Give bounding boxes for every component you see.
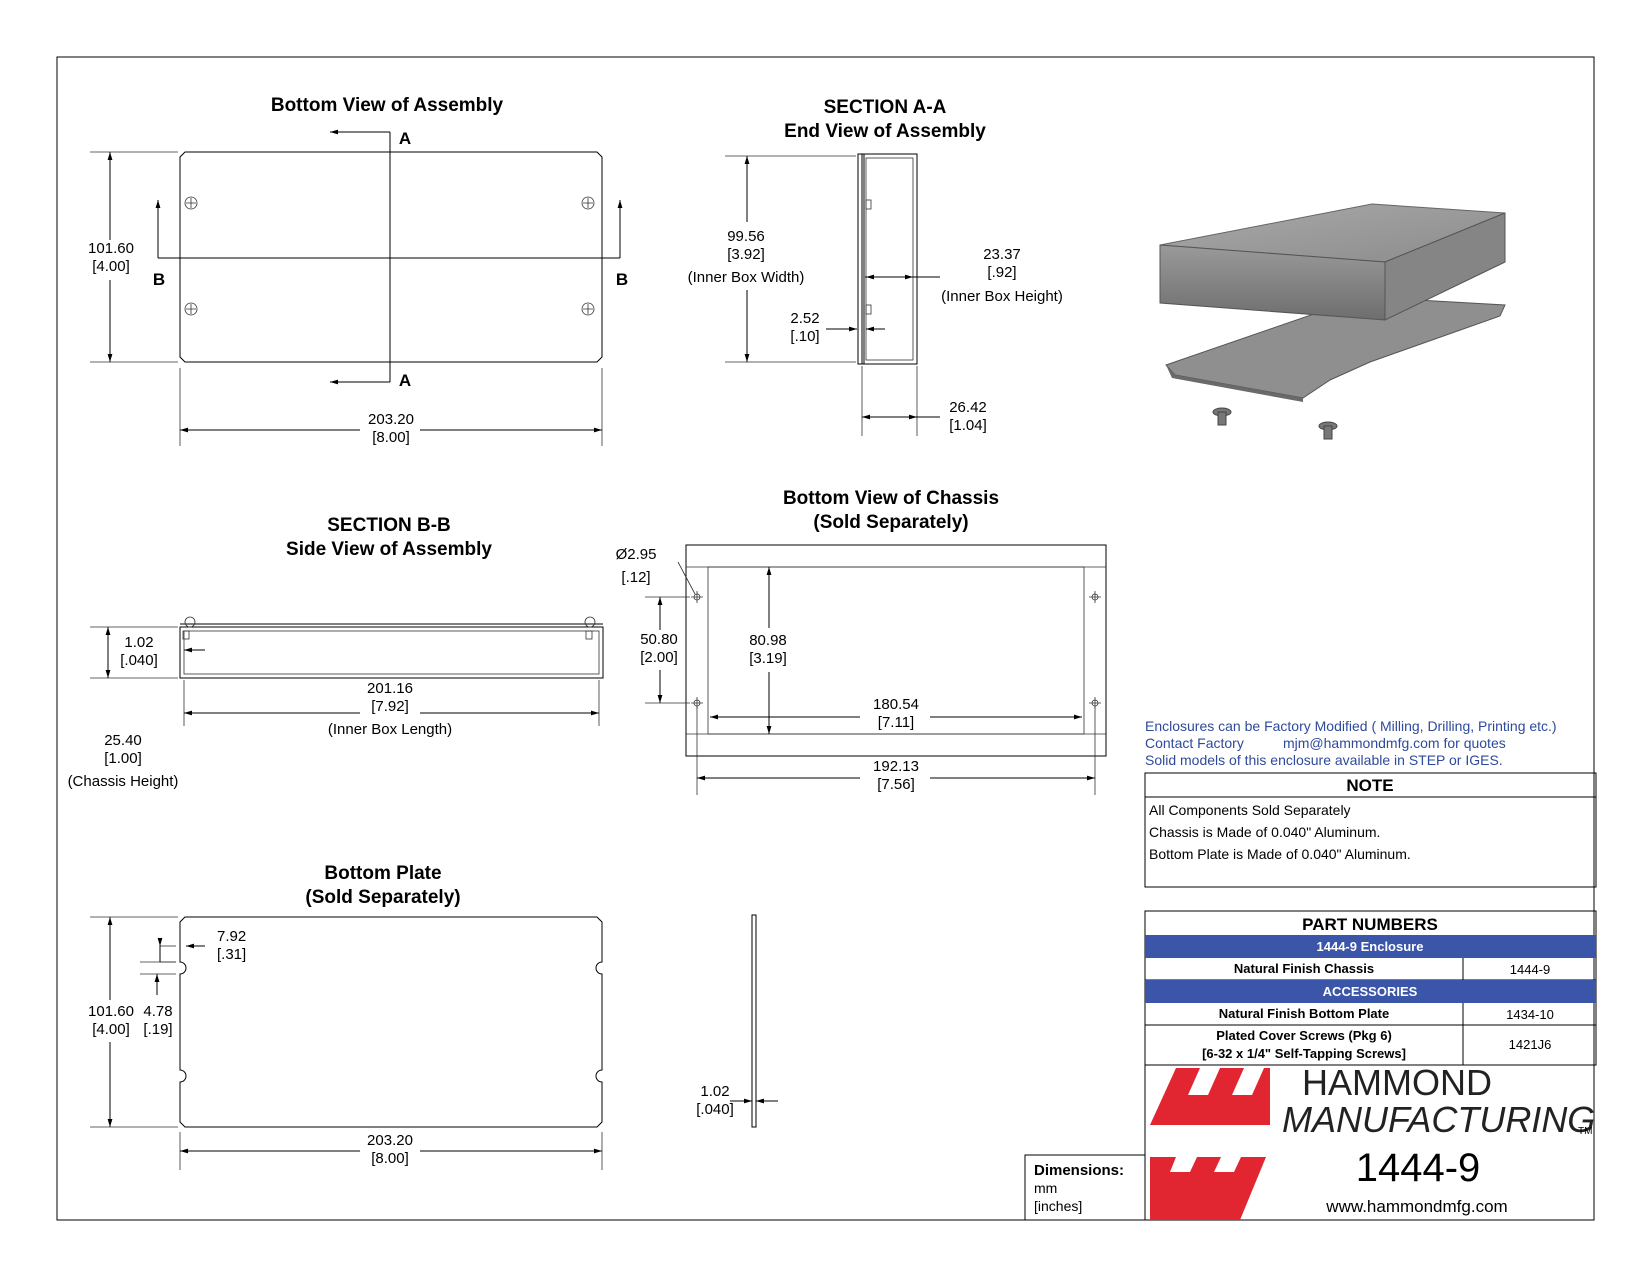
plate-thick-in: [.040]: [696, 1101, 734, 1118]
slot-in: [.31]: [217, 946, 246, 963]
hole-spacing-in: [2.00]: [640, 649, 678, 666]
inner-width-in: [3.92]: [727, 246, 765, 263]
height-mm: 101.60: [88, 240, 134, 257]
plate-width-mm: 203.20: [367, 1132, 413, 1149]
company-name-1: HAMMOND: [1302, 1062, 1492, 1103]
row-chassis-name: Natural Finish Chassis: [1234, 961, 1374, 976]
hole-spacing-mm: 50.80: [640, 631, 678, 648]
enclosure-3d-illustration: [1159, 203, 1506, 440]
inner-mm: 80.98: [749, 632, 787, 649]
trademark: TM: [1578, 1126, 1592, 1137]
hole-dia-in: [.12]: [621, 569, 650, 586]
chassis-height-note: (Chassis Height): [68, 773, 179, 790]
bottom-plate-view: Bottom Plate (Sold Separately) 7.92 [.31…: [88, 863, 778, 1170]
hammond-logo: [1150, 1068, 1270, 1220]
group-header-accessories-bar: [1145, 980, 1596, 1003]
section-a-top-label: A: [399, 129, 411, 148]
plate-width-in: [8.00]: [371, 1150, 409, 1167]
section-aa-subtitle: End View of Assembly: [784, 121, 986, 142]
inner-length-note: (Inner Box Length): [328, 721, 452, 738]
part-numbers-header: PART NUMBERS: [1302, 915, 1438, 934]
row-plate-pn: 1434-10: [1506, 1007, 1554, 1022]
depth-in: [1.04]: [949, 417, 987, 434]
group-header-accessories: ACCESSORIES: [1323, 984, 1418, 999]
wall-in: [.040]: [120, 652, 158, 669]
title-block: Dimensions: mm [inches] HAMMOND MANUFACT…: [1024, 1062, 1595, 1221]
group-header-enclosure: 1444-9 Enclosure: [1317, 939, 1424, 954]
bottom-view-chassis: Bottom View of Chassis (Sold Separately)…: [616, 488, 1107, 795]
sheet-border: [56, 56, 1595, 1221]
slot-w-mm: 4.78: [143, 1003, 172, 1020]
section-b-right-label: B: [616, 270, 628, 289]
depth-mm: 26.42: [949, 399, 987, 416]
gap-in: [.10]: [790, 328, 819, 345]
inner-width-note: (Inner Box Width): [688, 269, 805, 286]
factory-modification-note: Enclosures can be Factory Modified ( Mil…: [1145, 718, 1557, 768]
note-header: NOTE: [1346, 776, 1393, 795]
inner-length-mm: 201.16: [367, 680, 413, 697]
section-aa-view: SECTION A-A End View of Assembly 99.56 […: [688, 97, 1063, 436]
company-url[interactable]: www.hammondmfg.com: [1325, 1197, 1507, 1216]
inner-height-note: (Inner Box Height): [941, 288, 1063, 305]
factory-note-line1: Enclosures can be Factory Modified ( Mil…: [1145, 718, 1557, 734]
dims-label: Dimensions:: [1034, 1162, 1124, 1179]
section-aa-title: SECTION A-A: [824, 97, 947, 118]
row-chassis-pn: 1444-9: [1510, 962, 1550, 977]
section-bb-title: SECTION B-B: [327, 515, 451, 536]
plate-subtitle: (Sold Separately): [305, 887, 460, 908]
factory-note-email: mjm@hammondmfg.com for quotes: [1283, 735, 1506, 751]
height-in: [4.00]: [92, 258, 130, 275]
dims-unit-mm: mm: [1034, 1180, 1057, 1196]
width-in: [8.00]: [372, 429, 410, 446]
section-bb-view: SECTION B-B Side View of Assembly 1.02 […: [68, 515, 604, 790]
view-title: Bottom View of Assembly: [271, 95, 504, 116]
chassis-subtitle: (Sold Separately): [813, 512, 968, 533]
gap-mm: 2.52: [790, 310, 819, 327]
wall-mm: 1.02: [124, 634, 153, 651]
row-screws-pn: 1421J6: [1509, 1037, 1552, 1052]
slot-mm: 7.92: [217, 928, 246, 945]
section-b-left-label: B: [153, 270, 165, 289]
bottom-view-assembly: Bottom View of Assembly A A B B 101.60 […: [88, 95, 628, 446]
inner-width-mm: 99.56: [727, 228, 765, 245]
group-header-enclosure-bar: [1145, 935, 1596, 958]
company-name-2: MANUFACTURING: [1282, 1099, 1595, 1140]
title-part-number: 1444-9: [1356, 1146, 1481, 1190]
inner-length-in: [7.92]: [371, 698, 409, 715]
chassis-height-in: [1.00]: [104, 750, 142, 767]
slot-w-in: [.19]: [143, 1021, 172, 1038]
note-line-1: All Components Sold Separately: [1149, 802, 1351, 818]
inner-height-mm: 23.37: [983, 246, 1021, 263]
factory-note-line3: Solid models of this enclosure available…: [1145, 752, 1503, 768]
inner-in: [3.19]: [749, 650, 787, 667]
note-line-3: Bottom Plate is Made of 0.040" Aluminum.: [1149, 846, 1411, 862]
note-line-2: Chassis is Made of 0.040" Aluminum.: [1149, 824, 1380, 840]
plate-thick-mm: 1.02: [700, 1083, 729, 1100]
section-bb-subtitle: Side View of Assembly: [286, 539, 492, 560]
plate-title: Bottom Plate: [324, 863, 441, 884]
span-in: [7.11]: [878, 714, 914, 731]
row-screws-name: Plated Cover Screws (Pkg 6): [1216, 1028, 1392, 1043]
span-mm: 180.54: [873, 696, 919, 713]
chassis-title: Bottom View of Chassis: [783, 488, 999, 509]
dims-unit-inches: [inches]: [1034, 1198, 1082, 1214]
plate-height-mm: 101.60: [88, 1003, 134, 1020]
note-table: NOTE All Components Sold Separately Chas…: [1144, 772, 1597, 888]
inner-height-in: [.92]: [987, 264, 1016, 281]
section-a-bottom-label: A: [399, 371, 411, 390]
row-plate-name: Natural Finish Bottom Plate: [1219, 1006, 1389, 1021]
width-mm: 203.20: [368, 411, 414, 428]
outer-mm: 192.13: [873, 758, 919, 775]
part-numbers-table: PART NUMBERS 1444-9 Enclosure Natural Fi…: [1144, 910, 1597, 1066]
hole-dia: Ø2.95: [616, 546, 657, 563]
factory-note-contact: Contact Factory: [1145, 735, 1244, 751]
plate-height-in: [4.00]: [92, 1021, 130, 1038]
chassis-height-mm: 25.40: [104, 732, 142, 749]
outer-in: [7.56]: [877, 776, 915, 793]
row-screws-name-2: [6-32 x 1/4" Self-Tapping Screws]: [1202, 1046, 1406, 1061]
